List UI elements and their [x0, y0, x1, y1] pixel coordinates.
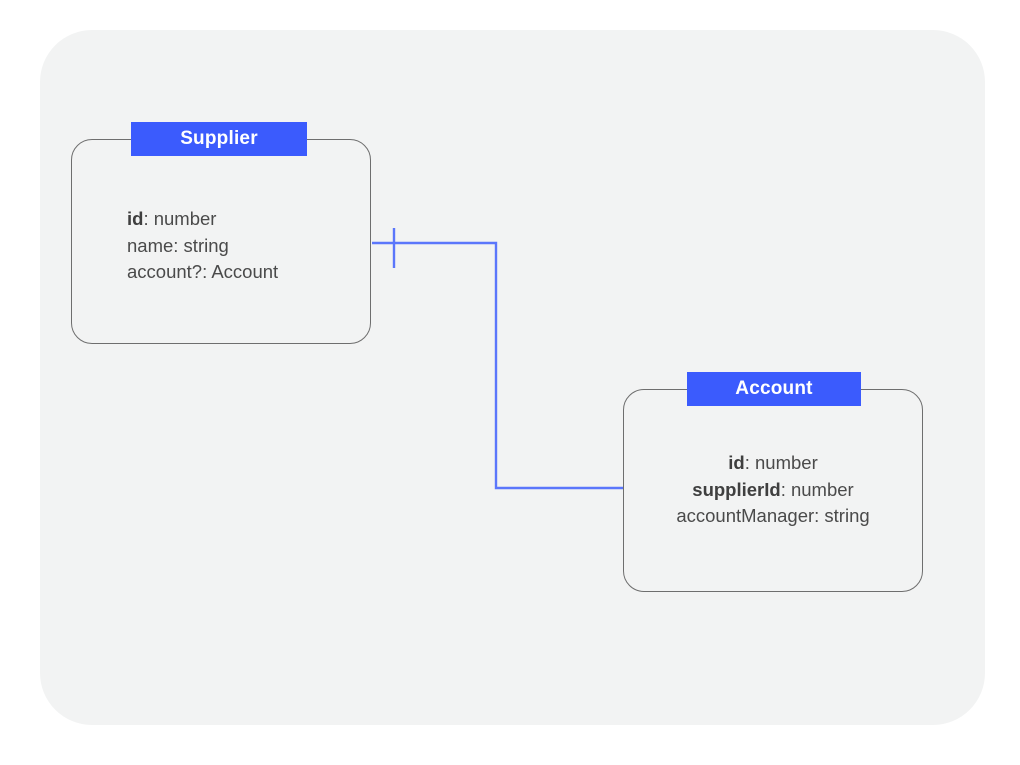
attribute-type: : number [744, 452, 818, 473]
attribute-row: id: number [623, 450, 923, 477]
attribute-row: id: number [127, 206, 278, 233]
attribute-type: : number [780, 478, 854, 500]
attribute-key: id [127, 208, 144, 229]
entity-account-title[interactable]: Account [687, 372, 861, 406]
attribute-row: name: string [127, 233, 278, 260]
attribute-row: account?: Account [127, 259, 278, 286]
entity-supplier-attributes: id: number name: string account?: Accoun… [127, 206, 278, 286]
attribute-row: supplierId: number [623, 477, 923, 504]
attribute-key: supplierId [692, 478, 781, 500]
entity-supplier-title[interactable]: Supplier [131, 122, 307, 156]
attribute-type: : number [143, 208, 217, 229]
attribute-type: name: string [127, 234, 229, 256]
attribute-row: accountManager: string [623, 503, 923, 530]
attribute-type: accountManager: string [676, 505, 870, 526]
attribute-type: account?: Account [127, 261, 279, 282]
attribute-key: id [728, 452, 745, 473]
entity-account-attributes: id: number supplierId: number accountMan… [623, 450, 923, 530]
